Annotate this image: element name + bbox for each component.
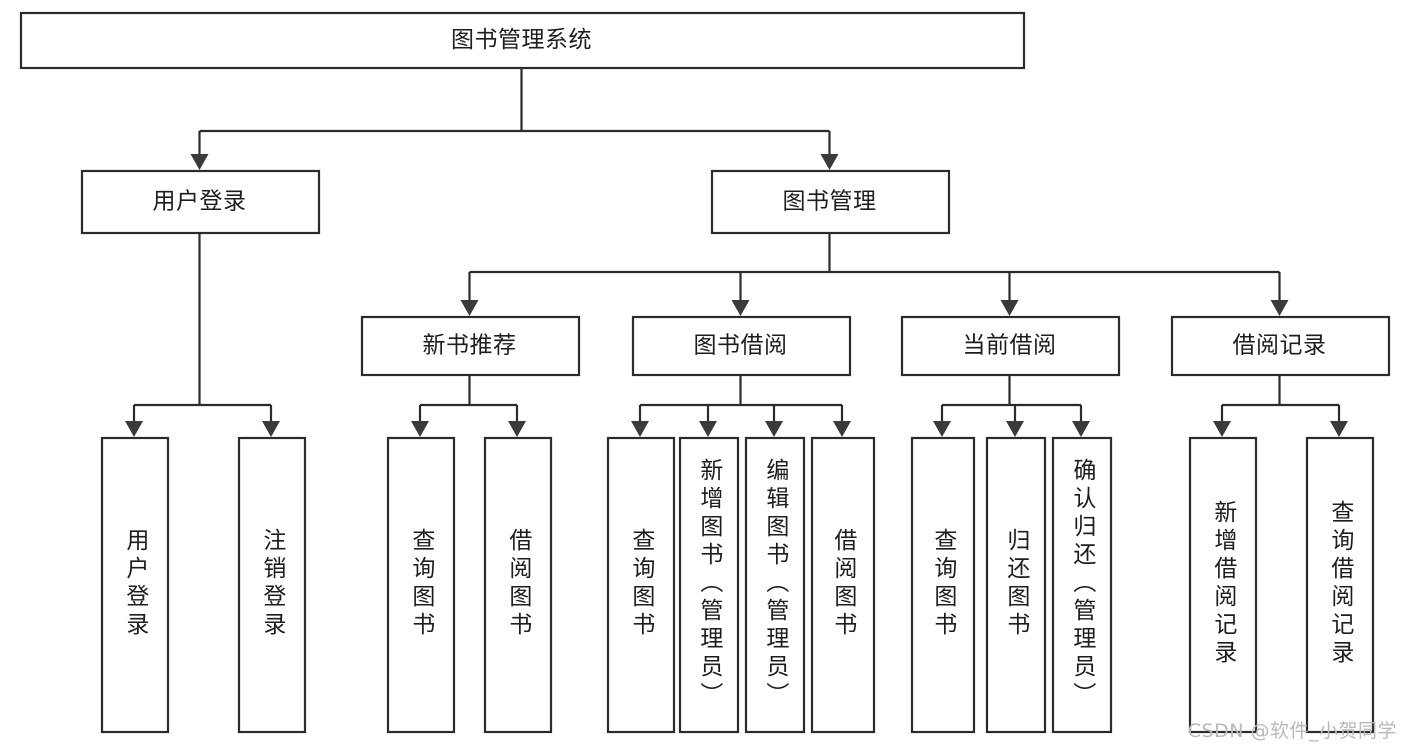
arrowhead-leaf-return-book <box>1006 421 1024 437</box>
node-book-manage[interactable] <box>710 169 951 235</box>
watermark-text: CSDN @软件_小贺同学 <box>1187 720 1397 742</box>
node-label-root: 图书管理系统 <box>451 27 592 53</box>
arrowhead-leaf-user-logout <box>262 421 280 437</box>
arrowhead-book-borrow <box>731 300 750 316</box>
connectors-layer <box>125 67 1348 437</box>
node-label-book-manage: 图书管理 <box>783 189 877 215</box>
node-leaf-query-book-3[interactable] <box>910 436 976 734</box>
node-label-new-book-rec: 新书推荐 <box>423 333 517 359</box>
arrowhead-leaf-add-book <box>699 421 717 437</box>
node-leaf-query-book-1[interactable] <box>386 436 456 734</box>
arrowhead-leaf-borrow-book-1 <box>508 421 526 437</box>
node-current-borrow[interactable] <box>900 315 1121 377</box>
node-leaf-return-book[interactable] <box>985 436 1047 734</box>
arrowhead-leaf-user-login <box>125 421 143 437</box>
node-borrow-record[interactable] <box>1170 315 1391 377</box>
arrowhead-leaf-query-book-2 <box>631 421 649 437</box>
boxes-layer <box>19 11 1391 734</box>
arrowhead-current-borrow <box>1000 300 1019 316</box>
arrowhead-leaf-add-record <box>1213 421 1231 437</box>
node-leaf-query-record[interactable] <box>1305 436 1375 734</box>
node-label-borrow-record: 借阅记录 <box>1233 333 1327 359</box>
arrowhead-user-login <box>190 154 209 170</box>
arrowhead-leaf-query-book-1 <box>411 421 429 437</box>
node-leaf-confirm-return[interactable] <box>1051 436 1113 734</box>
node-root[interactable] <box>19 11 1026 70</box>
node-leaf-user-login[interactable] <box>100 436 170 734</box>
node-leaf-add-book[interactable] <box>678 436 740 734</box>
node-book-borrow[interactable] <box>631 315 852 377</box>
node-label-user-login: 用户登录 <box>153 189 247 215</box>
arrowhead-leaf-query-book-3 <box>933 421 951 437</box>
node-leaf-edit-book[interactable] <box>744 436 806 734</box>
arrowhead-borrow-record <box>1270 300 1289 316</box>
arrowhead-new-book-rec <box>460 300 479 316</box>
arrowhead-leaf-confirm-return <box>1072 421 1090 437</box>
node-new-book-rec[interactable] <box>360 315 581 377</box>
arrowhead-book-manage <box>820 154 839 170</box>
node-leaf-user-logout[interactable] <box>237 436 307 734</box>
arrowhead-leaf-borrow-book-2 <box>833 421 851 437</box>
node-leaf-borrow-book-2[interactable] <box>810 436 876 734</box>
node-user-login[interactable] <box>80 169 321 235</box>
node-label-current-borrow: 当前借阅 <box>963 333 1057 359</box>
node-leaf-query-book-2[interactable] <box>606 436 676 734</box>
node-leaf-add-record[interactable] <box>1188 436 1258 734</box>
node-leaf-borrow-book-1[interactable] <box>483 436 553 734</box>
arrowhead-leaf-query-record <box>1330 421 1348 437</box>
node-label-book-borrow: 图书借阅 <box>694 333 788 359</box>
arrowhead-leaf-edit-book <box>765 421 783 437</box>
